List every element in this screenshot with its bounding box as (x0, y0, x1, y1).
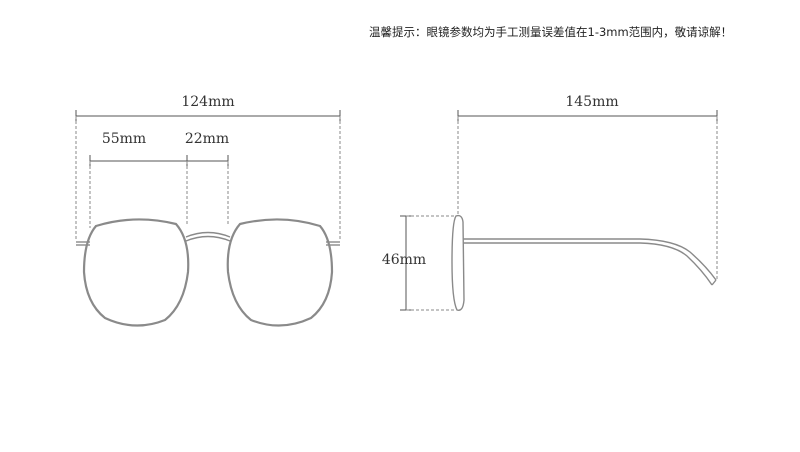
measurement-notice: 温馨提示：眼镜参数均为手工测量误差值在1-3mm范围内，敬请谅解！ (369, 25, 733, 39)
lens-height-text: 46mm (382, 252, 426, 268)
temple-length-label: 145mm (565, 94, 618, 110)
right-lens-frame (226, 218, 334, 327)
bridge-width-label: 22mm (185, 131, 229, 147)
nose-bridge (185, 231, 231, 238)
temple-arm (463, 238, 717, 281)
side-lens-profile (451, 214, 465, 311)
lens-width-label: 55mm (102, 131, 146, 147)
left-lens-frame (82, 218, 190, 327)
total-width-label: 124mm (181, 94, 234, 110)
